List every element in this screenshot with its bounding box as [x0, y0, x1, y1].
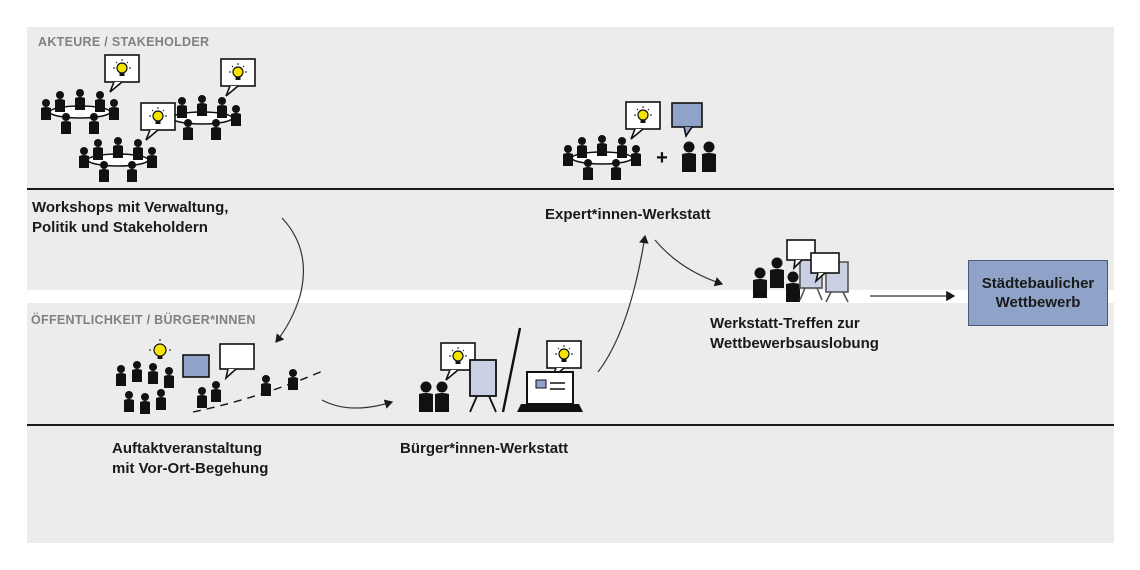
section-label-public: ÖFFENTLICHKEIT / BÜRGER*INNEN [31, 313, 256, 327]
speech-bubble-icon [786, 239, 840, 284]
arrow-icon [654, 239, 724, 287]
walk-path [192, 369, 326, 413]
step-workshops: Workshops mit Verwaltung, Politik und St… [32, 198, 228, 238]
divider-slash [501, 327, 522, 413]
walking-persons [197, 369, 298, 408]
expert-table [563, 135, 641, 180]
section-label-stakeholder: AKTEURE / STAKEHOLDER [38, 35, 210, 49]
divider-bottom [27, 424, 1114, 426]
buerger-persons [419, 381, 449, 412]
lightbulb-bubble-icon [149, 339, 171, 359]
step-auftakt-line1: Auftaktveranstaltung [112, 440, 263, 457]
lightbulb-bubble-icon [140, 102, 176, 141]
result-line1: Städtebaulicher [981, 275, 1095, 292]
speech-bubble-icon [671, 102, 703, 139]
step-buerger-line1: Bürger*innen-Werkstatt [400, 440, 569, 457]
result-line2: Wettbewerb [995, 294, 1081, 311]
plus-sign: + [656, 147, 668, 169]
workshop-table-1 [41, 89, 119, 134]
result-box: Städtebaulicher Wettbewerb [968, 260, 1108, 326]
workshop-table-3 [79, 137, 157, 182]
arrow-icon [597, 234, 649, 373]
speech-bubble-icon [182, 343, 255, 381]
step-buerger: Bürger*innen-Werkstatt [400, 439, 568, 459]
step-auftakt-line2: mit Vor-Ort-Begehung [112, 460, 269, 477]
werkstatt-persons [753, 257, 800, 302]
arrow-icon [321, 399, 394, 409]
lightbulb-bubble-icon [220, 58, 256, 97]
laptop-icon [517, 371, 583, 412]
step-experts: Expert*innen-Werkstatt [545, 205, 711, 225]
arrow-icon [275, 217, 305, 343]
step-werkstatt-treffen: Werkstatt-Treffen zur Wettbewerbsauslobu… [710, 314, 879, 354]
step-workshops-line2: Politik und Stakeholdern [32, 219, 208, 236]
expert-persons [682, 141, 716, 172]
step-workshops-line1: Workshops mit Verwaltung, [32, 199, 229, 216]
lightbulb-bubble-icon [625, 101, 661, 140]
auftakt-crowd [116, 361, 174, 414]
flipchart-icon [469, 359, 497, 413]
step-werkstatt-treffen-line2: Wettbewerbsauslobung [710, 335, 879, 352]
divider-top [27, 188, 1114, 190]
step-auftakt: Auftaktveranstaltung mit Vor-Ort-Begehun… [112, 439, 268, 479]
step-werkstatt-treffen-line1: Werkstatt-Treffen zur [710, 315, 860, 332]
step-experts-line1: Expert*innen-Werkstatt [545, 206, 711, 223]
lightbulb-bubble-icon [104, 54, 140, 93]
